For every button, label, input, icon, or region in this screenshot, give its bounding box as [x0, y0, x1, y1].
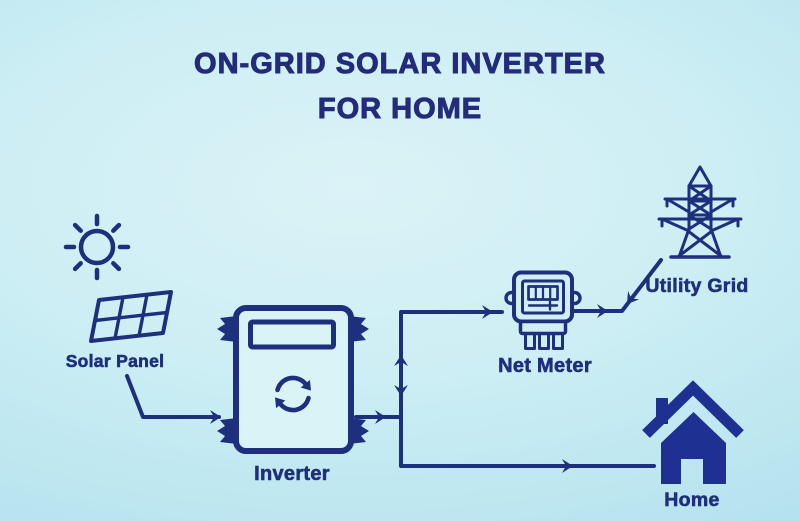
arrow-up-to-meter [394, 355, 408, 366]
solar-panel-label: Solar Panel [65, 351, 165, 372]
arrow-into-home [562, 459, 573, 473]
arrow-from-grid [627, 291, 640, 304]
wire-meter-to-grid [569, 258, 663, 313]
wire-junction-to-meter [399, 310, 504, 419]
sync-arrows-icon [275, 375, 311, 413]
arrow-down-from-meter [394, 385, 408, 396]
net-meter-label: Net Meter [498, 355, 592, 378]
inverter-display [248, 319, 336, 350]
house-roof [642, 380, 744, 438]
page-title: ON-GRID SOLAR INVERTER FOR HOME [0, 42, 800, 132]
house-icon [642, 380, 744, 484]
sun-icon [63, 213, 131, 281]
arrow-inverter-out [375, 410, 386, 424]
arrow-into-inverter [210, 410, 221, 424]
electric-meter-icon [504, 270, 582, 350]
wire-solar-to-inverter [125, 374, 221, 419]
home-label: Home [664, 489, 720, 512]
transmission-tower-icon [657, 165, 743, 259]
utility-grid-label: Utility Grid [645, 275, 749, 298]
arrow-to-grid [597, 304, 608, 318]
inverter-icon [217, 305, 369, 454]
flow-arrowheads [210, 291, 640, 473]
inverter-label: Inverter [254, 463, 330, 486]
solar-panel-icon [89, 290, 173, 343]
house-body [661, 412, 726, 484]
wire-junction-to-home [399, 415, 656, 468]
arrow-into-meter [482, 305, 493, 319]
title-line-1: ON-GRID SOLAR INVERTER [194, 48, 606, 81]
meter-dial [527, 300, 559, 311]
title-line-2: FOR HOME [317, 93, 483, 126]
meter-terminals [524, 332, 564, 350]
